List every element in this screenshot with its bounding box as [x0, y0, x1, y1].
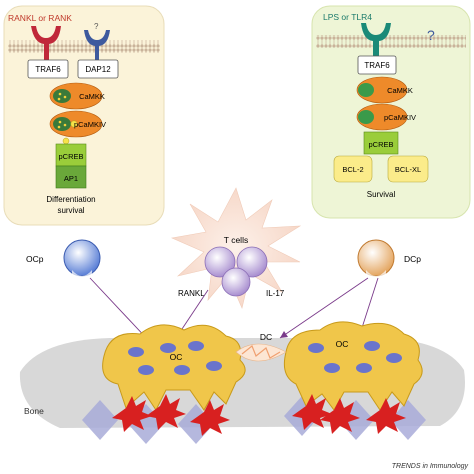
left-panel-title: RANKL or RANK	[8, 13, 72, 23]
t-cell-right	[236, 246, 268, 278]
right-camkk-shape	[356, 76, 408, 104]
left-outcome-line1: Differentiation	[46, 195, 95, 204]
dcp-body	[357, 239, 395, 277]
dc-label: DC	[260, 332, 272, 342]
right-panel-title: LPS or TLR4	[323, 12, 372, 22]
il17-label: IL-17	[266, 289, 285, 298]
oc-left-nuclei	[128, 341, 222, 375]
left-outcome-line2: survival	[57, 206, 84, 215]
left-membrane	[8, 40, 160, 53]
left-camkk-label: CaMKK	[79, 92, 105, 101]
bone-label: Bone	[24, 406, 44, 416]
osteoclast-left: OC	[102, 324, 246, 411]
tlr4-receptor-icon	[361, 23, 391, 56]
right-traf6-box	[357, 55, 397, 75]
oc-left-label: OC	[170, 352, 183, 362]
t-cell-bottom	[221, 267, 251, 297]
dap12-receptor-icon	[84, 30, 110, 60]
left-traf6-box	[27, 59, 69, 79]
oc-right-label: OC	[336, 339, 349, 349]
right-camkk-label: CaMKK	[387, 86, 413, 95]
right-camkk-calmodulin-icon	[358, 83, 374, 97]
right-pcamkiv-label: pCaMKIV	[384, 113, 416, 122]
ocp-label: OCp	[26, 254, 44, 264]
left-traf6-label: TRAF6	[35, 65, 61, 74]
left-camkk-calmodulin-icon	[53, 89, 71, 103]
right-pcreb-label: pCREB	[368, 140, 393, 149]
t-cells-label: T cells	[224, 235, 248, 245]
dc-dendrite-icon	[241, 345, 281, 359]
dap12-label: DAP12	[85, 65, 111, 74]
ocp-cell: OCp	[26, 239, 101, 281]
ocp-body	[63, 239, 101, 277]
dc-cell: DC	[235, 332, 287, 362]
right-traf6-label: TRAF6	[364, 61, 390, 70]
t-cell-cluster: T cells RANKL IL-17	[170, 187, 302, 309]
left-pcreb-label: pCREB	[58, 152, 83, 161]
oc-left-body	[102, 324, 246, 411]
bcl2-label: BCL-2	[342, 165, 363, 174]
dcp-to-dc-arrow	[279, 277, 369, 339]
t-cell-left	[204, 246, 236, 278]
left-pcamkiv-label: pCaMKIV	[74, 120, 106, 129]
right-signaling-panel: LPS or TLR4 ? TRAF6 CaMKK pCaMKIV pCREB …	[311, 5, 471, 219]
resorption-sparks	[112, 394, 406, 436]
right-pcreb-box	[363, 131, 399, 155]
left-question-mark: ?	[94, 22, 99, 31]
ap1-box	[55, 165, 87, 189]
bcl2-box	[333, 155, 373, 183]
right-outcome: Survival	[367, 190, 396, 199]
left-signaling-panel: RANKL or RANK ? TRAF6 DAP12 CaMKK pCaMKI…	[3, 5, 165, 226]
dap12-box	[77, 59, 119, 79]
ap1-label: AP1	[64, 174, 78, 183]
right-membrane	[316, 35, 466, 48]
dcp-label: DCp	[404, 254, 421, 264]
right-pcamkiv-shape	[356, 103, 408, 131]
right-question-mark: ?	[427, 27, 435, 43]
cytokine-burst	[170, 187, 302, 309]
oc-right-nuclei	[308, 341, 402, 373]
rankl-label: RANKL	[178, 289, 205, 298]
bclxl-label: BCL-XL	[395, 165, 421, 174]
rank-receptor-icon	[31, 26, 61, 60]
left-pcreb-phospho-icon	[62, 137, 70, 145]
right-pcamkiv-calmodulin-icon	[358, 110, 374, 124]
bclxl-box	[387, 155, 429, 183]
left-pcamkiv-calmodulin-icon	[53, 117, 71, 131]
ocp-to-oc-arrow	[89, 277, 151, 343]
dcp-cell: DCp	[357, 239, 421, 281]
dcp-to-oc-arrow	[359, 277, 379, 335]
left-phospho-icon	[70, 120, 78, 128]
journal-credit: TRENDS in Immunology	[392, 463, 469, 470]
